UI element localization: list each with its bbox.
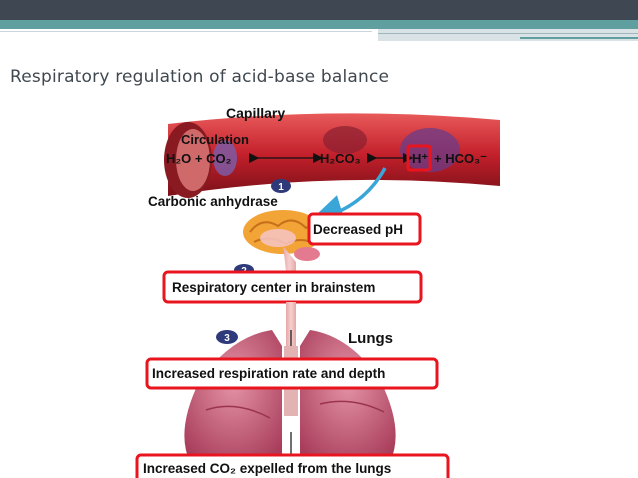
page-title: Respiratory regulation of acid-base bala… [10,67,390,87]
increased-respiration-box [145,357,439,390]
step-number: 3 [224,333,230,344]
decreased-ph-label: Decreased pH [313,222,403,237]
header-band-teal [0,20,638,29]
co2-expelled-label: Increased CO₂ expelled from the lungs [143,461,391,476]
capillary-vessel [164,113,500,198]
circulation-label: Circulation [181,132,249,147]
hydrogen-ion-label: H⁺ [412,151,428,166]
bicarbonate-label: + HCO₃⁻ [434,151,487,166]
step-badge-3: 3 [216,330,238,344]
h-ion-highlight [406,144,432,172]
capillary-label: Capillary [226,105,285,121]
brain-illustration [243,210,323,292]
decreased-ph-box [307,212,422,246]
reactant-label: H₂O + CO₂ [166,151,232,166]
lungs-illustration [184,330,396,462]
header-line [378,33,638,34]
carbonic-anhydrase-label: Carbonic anhydrase [148,194,278,209]
header-line [520,37,638,39]
increased-respiration-label: Increased respiration rate and depth [152,366,385,381]
respiratory-center-label: Respiratory center in brainstem [172,280,375,295]
carbonic-acid-label: H₂CO₃ [320,151,361,166]
header-band-dark [0,0,638,20]
lungs-label: Lungs [348,330,393,347]
step-number: 1 [278,182,284,193]
header-line [0,31,372,32]
co2-expelled-box [135,453,450,478]
step-badge-1: 1 [271,179,291,193]
